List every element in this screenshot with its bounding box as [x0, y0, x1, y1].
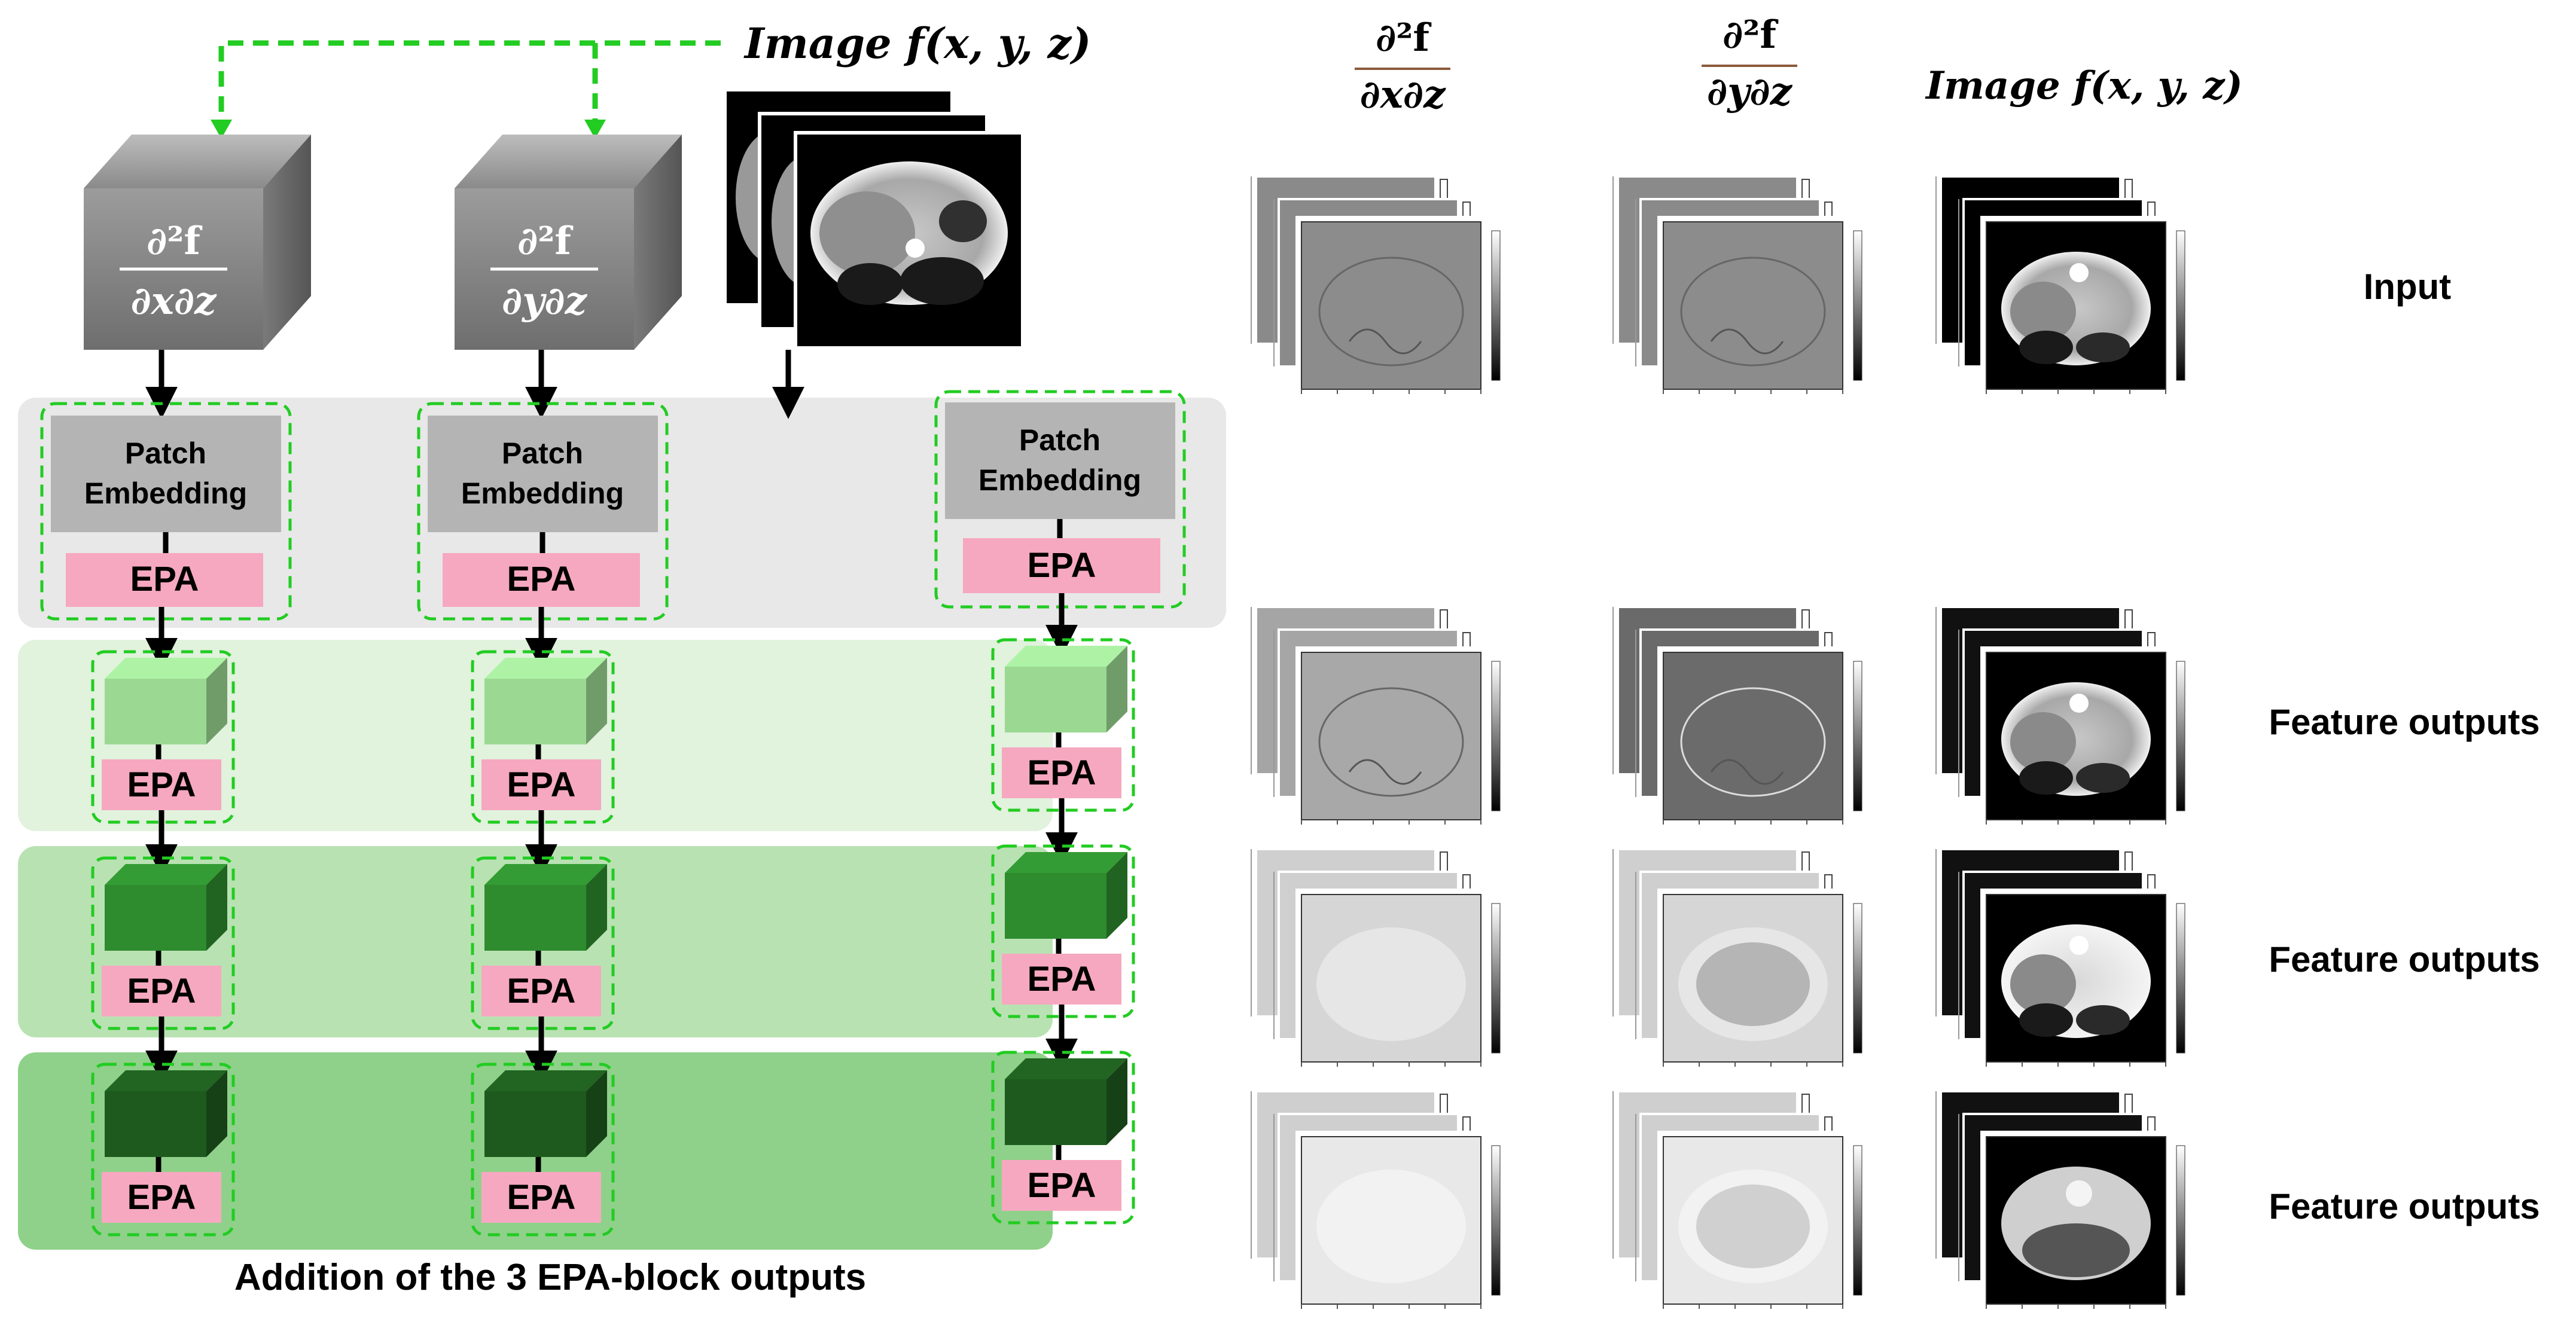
feature-map-stack-r1-c2: [1612, 175, 1862, 404]
epa-label: EPA: [1028, 753, 1096, 792]
epa-stage-1-col-3: EPA: [991, 638, 1135, 812]
feature-cube: [1005, 1079, 1106, 1145]
epa-stage-2-col-1: EPA: [91, 856, 235, 1030]
feature-cube: [105, 1091, 206, 1157]
patch-label-2b: Embedding: [461, 477, 624, 510]
patch-embedding-block-1: Patch Embedding EPA: [40, 402, 292, 621]
column-header-yz: ∂²f ∂y∂z: [1702, 13, 1797, 114]
epa-stage-1-col-2: EPA: [471, 650, 615, 824]
patch-label-2a: Patch: [502, 436, 583, 470]
row-label-feature-2: Feature outputs: [2269, 939, 2540, 979]
col-3-header: Image f(x, y, z): [1925, 63, 2243, 108]
feature-map-stack-r3-c3: [1935, 848, 2185, 1077]
epa-stage-3-col-1: EPA: [91, 1063, 235, 1237]
feature-map-stack-r4-c3: [1935, 1090, 2185, 1319]
epa-label: EPA: [1028, 1166, 1096, 1205]
encoder-stages: EPA EPA EPA EPA EPA EPA EPA EPA EPA: [91, 593, 1135, 1237]
column-header-xz: ∂²f ∂x∂z: [1355, 16, 1450, 117]
feature-cube: [484, 1091, 586, 1157]
feature-map-stack-r3-c1: [1251, 848, 1501, 1077]
row-label-feature-3: Feature outputs: [2269, 1186, 2540, 1226]
col-2-numerator: ∂²f: [1723, 13, 1778, 57]
epa-stage-2-col-2: EPA: [471, 856, 615, 1030]
feature-map-stack-r1-c3: [1935, 175, 2185, 404]
input-skip-connector: [218, 40, 721, 126]
patch-label-3a: Patch: [1019, 423, 1100, 457]
ct-slice-stack: [723, 88, 1025, 350]
connector-arrowhead-1: [211, 120, 232, 139]
feature-cube: [484, 885, 586, 951]
cube-1-numerator: ∂²f: [147, 219, 202, 264]
epa-label-patch-1: EPA: [130, 560, 199, 599]
row-label-feature-1: Feature outputs: [2269, 702, 2540, 742]
epa-label-patch-3: EPA: [1028, 546, 1096, 585]
epa-label: EPA: [127, 972, 196, 1011]
feature-map-stack-r2-c3: [1935, 606, 2185, 835]
col-1-numerator: ∂²f: [1376, 16, 1431, 60]
epa-label: EPA: [507, 972, 576, 1011]
derivative-cube-yz: ∂²f ∂y∂z: [455, 135, 682, 350]
epa-label: EPA: [507, 765, 576, 804]
feature-map-grid: [1251, 175, 2185, 1319]
epa-label: EPA: [1028, 960, 1096, 999]
epa-stage-3-col-3: EPA: [991, 1051, 1135, 1225]
epa-label: EPA: [127, 765, 196, 804]
epa-label: EPA: [127, 1178, 196, 1217]
input-image-label: Image f(x, y, z): [743, 19, 1091, 68]
feature-cube: [105, 679, 206, 744]
feature-map-stack-r3-c2: [1612, 848, 1862, 1077]
cube-2-numerator: ∂²f: [517, 219, 573, 264]
feature-cube: [1005, 667, 1106, 732]
feature-cube: [1005, 873, 1106, 939]
feature-map-stack-r2-c1: [1251, 606, 1501, 835]
patch-label-1b: Embedding: [84, 477, 247, 510]
patch-embedding-block-2: Patch Embedding EPA: [417, 402, 669, 621]
cube-1-denominator: ∂x∂z: [131, 279, 218, 323]
epa-label-patch-2: EPA: [507, 560, 576, 599]
patch-label-3b: Embedding: [978, 463, 1141, 497]
row-label-input: Input: [2364, 267, 2452, 307]
col-2-denominator: ∂y∂z: [1707, 69, 1793, 114]
epa-label: EPA: [507, 1178, 576, 1217]
epa-stage-2-col-3: EPA: [991, 844, 1135, 1018]
bottom-caption: Addition of the 3 EPA-block outputs: [234, 1257, 866, 1298]
feature-map-stack-r4-c2: [1612, 1090, 1862, 1319]
patch-label-1a: Patch: [125, 436, 206, 470]
feature-cube: [484, 679, 586, 744]
cube-2-denominator: ∂y∂z: [502, 279, 588, 323]
epa-stage-1-col-1: EPA: [91, 650, 235, 824]
epa-stage-3-col-2: EPA: [471, 1063, 615, 1237]
derivative-cube-xz: ∂²f ∂x∂z: [84, 135, 311, 350]
connector-arrowhead-2: [584, 120, 606, 139]
col-1-denominator: ∂x∂z: [1360, 72, 1447, 117]
feature-map-stack-r2-c2: [1612, 606, 1862, 835]
feature-map-stack-r4-c1: [1251, 1090, 1501, 1319]
patch-embedding-block-3: Patch Embedding EPA: [934, 390, 1186, 609]
feature-map-stack-r1-c1: [1251, 175, 1501, 404]
feature-cube: [105, 885, 206, 951]
